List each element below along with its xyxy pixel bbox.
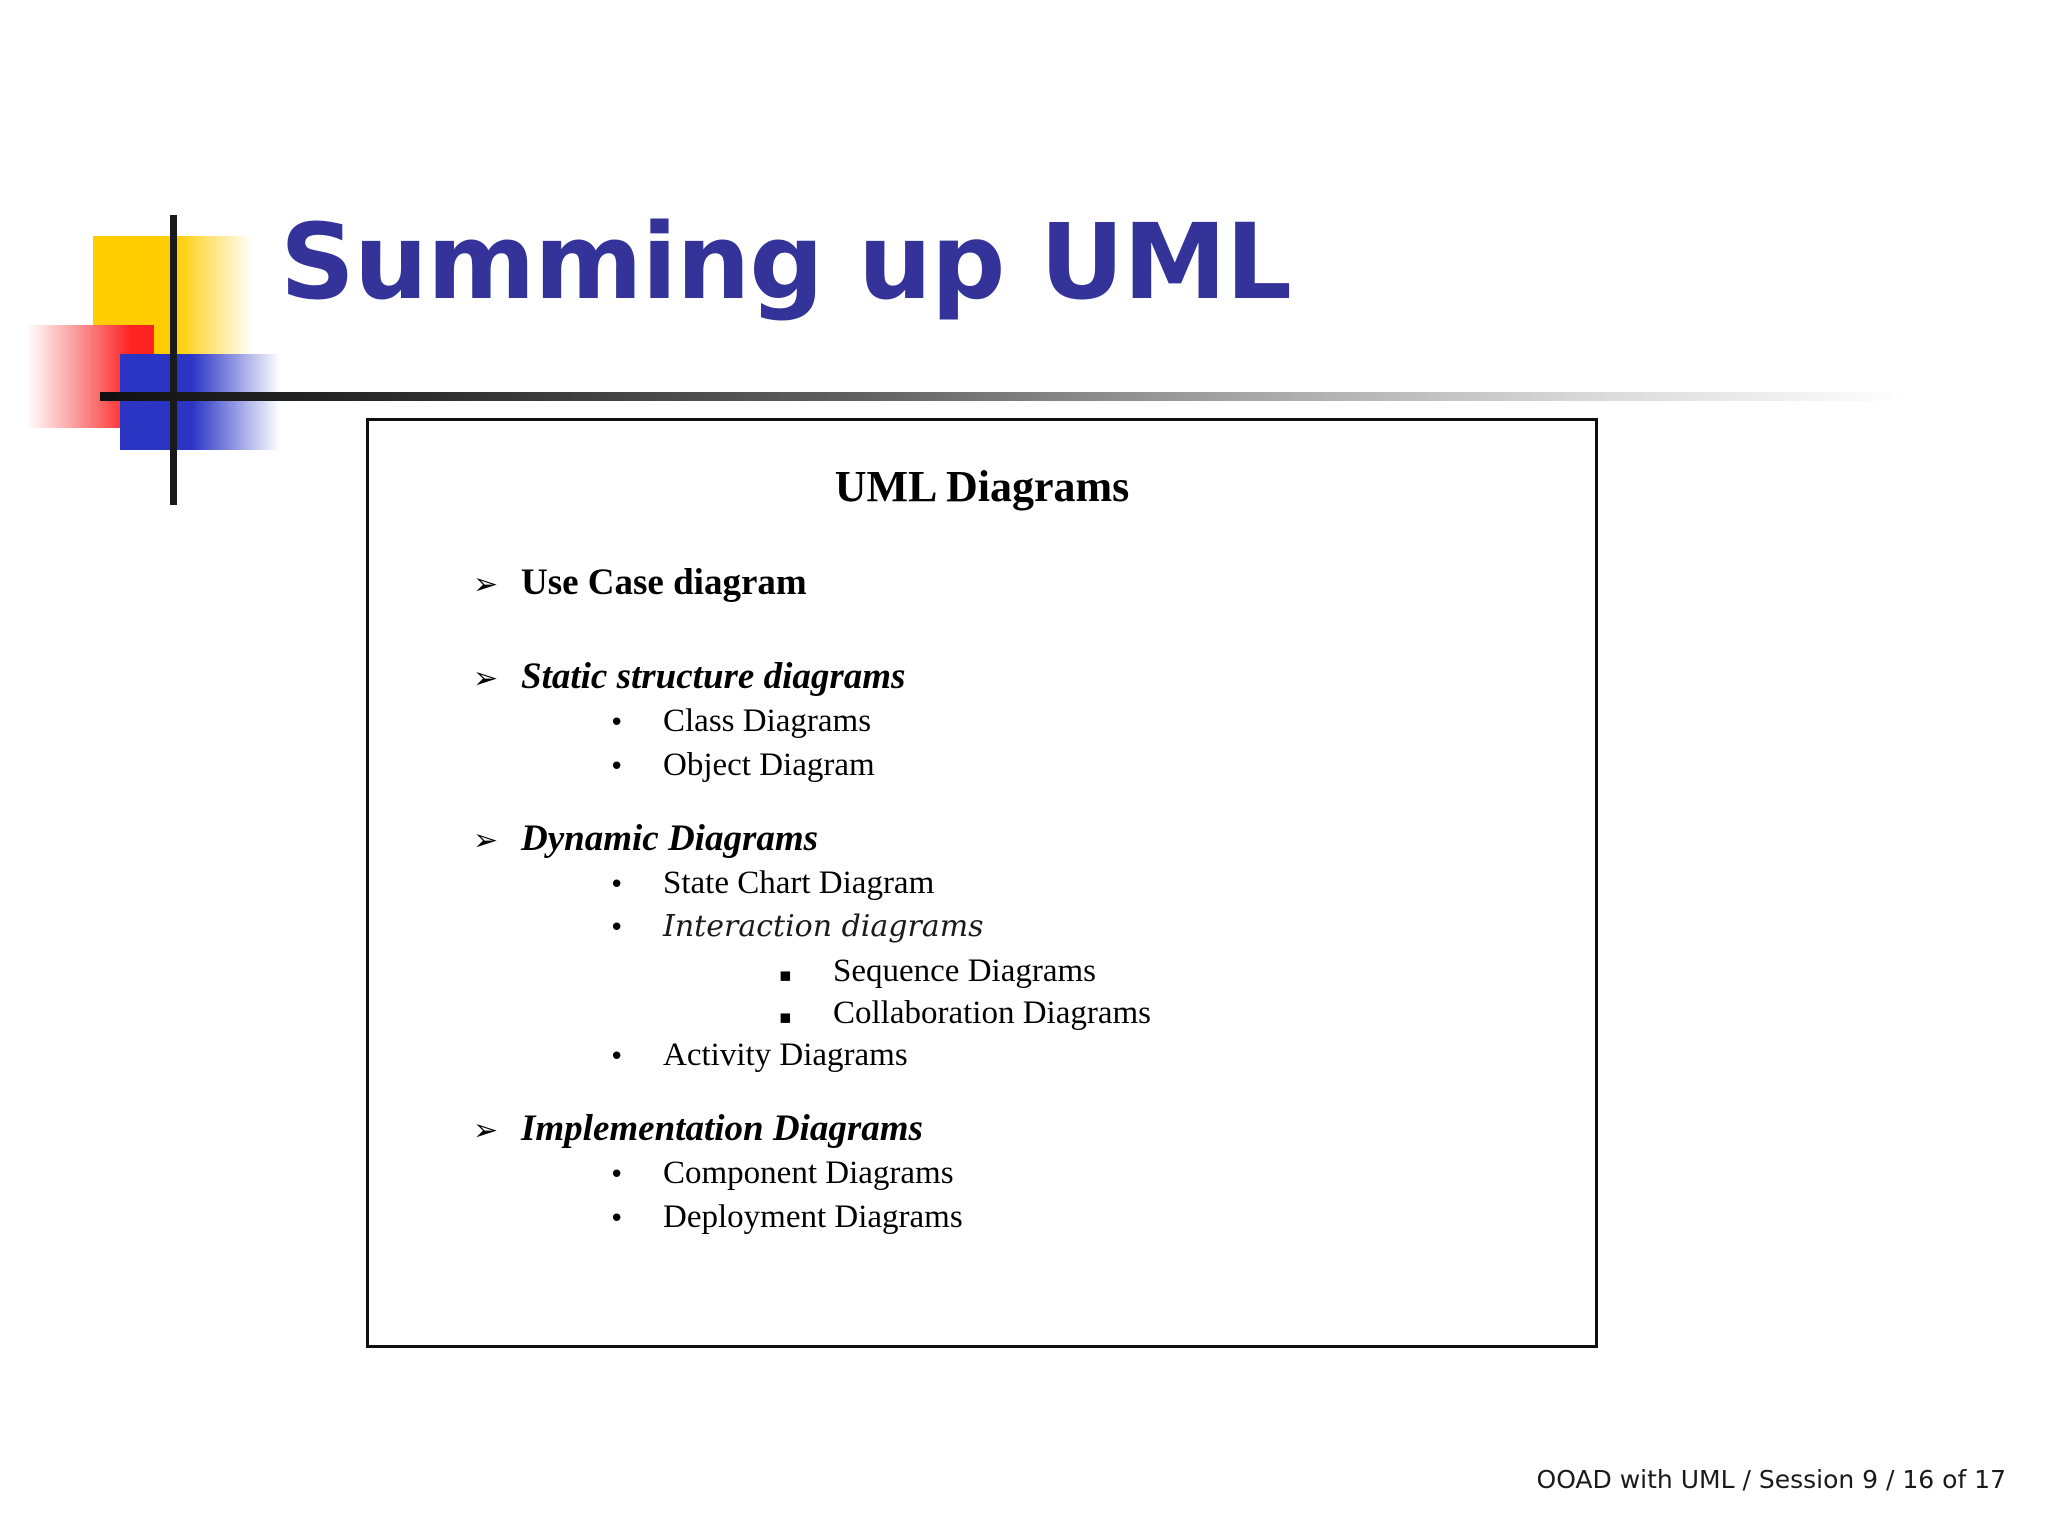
list-item: ➢ Use Case diagram: [369, 561, 1595, 609]
dot-bullet-icon: •: [609, 752, 625, 782]
box-heading: UML Diagrams: [834, 462, 1130, 511]
dot-bullet-icon: •: [609, 708, 625, 738]
list-spacer: [369, 609, 1595, 655]
list-item: ➢ Dynamic Diagrams: [369, 817, 1595, 865]
list-item: • Deployment Diagrams: [369, 1199, 1595, 1243]
list-item-label: Component Diagrams: [663, 1155, 954, 1191]
list-item: • State Chart Diagram: [369, 865, 1595, 909]
dot-bullet-icon: •: [609, 1042, 625, 1072]
square-bullet-icon: ▪: [779, 964, 792, 986]
dot-bullet-icon: •: [609, 1160, 625, 1190]
list-item-label: Class Diagrams: [663, 703, 872, 739]
arrow-bullet-icon: ➢: [473, 567, 499, 602]
list-item: • Component Diagrams: [369, 1155, 1595, 1199]
dot-bullet-icon: •: [609, 1204, 625, 1234]
uml-diagram-list: ➢ Use Case diagram ➢ Static structure di…: [369, 561, 1595, 1243]
decorative-logo: [0, 150, 360, 505]
list-spacer: [369, 1081, 1595, 1107]
page-title: Summing up UML: [280, 201, 1292, 323]
list-spacer: [369, 791, 1595, 817]
dot-bullet-icon: •: [609, 913, 625, 943]
list-item: ▪ Collaboration Diagrams: [369, 995, 1595, 1037]
list-item: • Interaction diagrams: [369, 909, 1595, 953]
list-item: • Activity Diagrams: [369, 1037, 1595, 1081]
list-item-label: Static structure diagrams: [521, 656, 906, 697]
dot-bullet-icon: •: [609, 870, 625, 900]
arrow-bullet-icon: ➢: [473, 823, 499, 858]
list-item-label: Activity Diagrams: [663, 1037, 908, 1073]
blue-square-icon: [120, 354, 280, 450]
arrow-bullet-icon: ➢: [473, 661, 499, 696]
list-item-label: Use Case diagram: [521, 562, 807, 603]
list-item: • Class Diagrams: [369, 703, 1595, 747]
list-item: • Object Diagram: [369, 747, 1595, 791]
square-bullet-icon: ▪: [779, 1006, 792, 1028]
list-item-label: Implementation Diagrams: [521, 1108, 923, 1149]
vertical-rule-icon: [170, 215, 177, 505]
arrow-bullet-icon: ➢: [473, 1113, 499, 1148]
slide-footer: OOAD with UML / Session 9 / 16 of 17: [1536, 1465, 2006, 1494]
list-item-label: Interaction diagrams: [663, 909, 984, 944]
list-item-label: State Chart Diagram: [663, 865, 935, 901]
list-item-label: Object Diagram: [663, 747, 875, 783]
list-item-label: Deployment Diagrams: [663, 1199, 963, 1235]
list-item-label: Dynamic Diagrams: [521, 818, 819, 859]
uml-diagrams-box: UML Diagrams ➢ Use Case diagram ➢ Static…: [366, 418, 1598, 1348]
list-item-label: Collaboration Diagrams: [833, 995, 1152, 1031]
list-item: ➢ Implementation Diagrams: [369, 1107, 1595, 1155]
list-item: ▪ Sequence Diagrams: [369, 953, 1595, 995]
title-underline-rule: [100, 392, 1910, 401]
list-item: ➢ Static structure diagrams: [369, 655, 1595, 703]
list-item-label: Sequence Diagrams: [833, 953, 1096, 989]
